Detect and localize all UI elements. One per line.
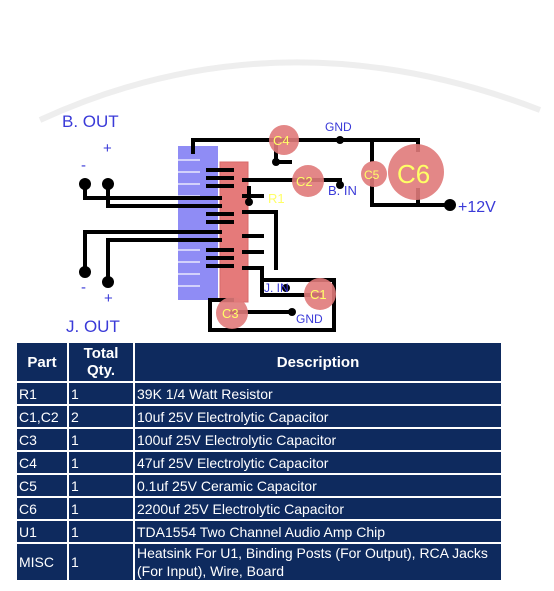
table-row: C5 1 0.1uf 25V Ceramic Capacitor xyxy=(17,475,501,496)
label-c1: C1 xyxy=(310,287,327,302)
cell-part: C3 xyxy=(17,429,67,450)
cell-description: 2200uf 25V Electrolytic Capacitor xyxy=(135,498,501,519)
cell-description: 39K 1/4 Watt Resistor xyxy=(135,383,501,404)
capacitors xyxy=(216,125,444,329)
label-c5: C5 xyxy=(364,168,380,182)
header-part: Part xyxy=(17,343,67,381)
cell-qty: 1 xyxy=(69,521,133,542)
table-row: C3 1 100uf 25V Electrolytic Capacitor xyxy=(17,429,501,450)
cap-c2 xyxy=(292,165,324,197)
circuit-diagram: C4 C2 R1 C5 C6 C1 C3 B. OUT J. OUT + - -… xyxy=(38,59,542,336)
cap-c5 xyxy=(361,161,387,187)
table-row: MISC 1 Heatsink For U1, Binding Posts (F… xyxy=(17,544,501,580)
cell-part: MISC xyxy=(17,544,67,580)
j-plus-label: + xyxy=(104,290,113,307)
b-in-label: B. IN xyxy=(328,183,357,198)
parts-header-row: Part Total Qty. Description xyxy=(17,343,501,381)
cell-qty: 1 xyxy=(69,498,133,519)
label-c6: C6 xyxy=(397,159,430,189)
cell-part: C5 xyxy=(17,475,67,496)
cell-part: C1,C2 xyxy=(17,406,67,427)
cell-qty: 1 xyxy=(69,452,133,473)
table-row: R1 1 39K 1/4 Watt Resistor xyxy=(17,383,501,404)
cell-part: R1 xyxy=(17,383,67,404)
cell-qty: 1 xyxy=(69,475,133,496)
cap-c4 xyxy=(269,125,299,155)
table-row: C6 1 2200uf 25V Electrolytic Capacitor xyxy=(17,498,501,519)
cell-description: 100uf 25V Electrolytic Capacitor xyxy=(135,429,501,450)
j-out-label: J. OUT xyxy=(66,317,120,336)
cell-qty: 1 xyxy=(69,544,133,580)
gnd-top-label: GND xyxy=(325,120,352,134)
parts-table: Part Total Qty. Description R1 1 39K 1/4… xyxy=(15,341,503,582)
table-row: U1 1 TDA1554 Two Channel Audio Amp Chip xyxy=(17,521,501,542)
cell-part: C4 xyxy=(17,452,67,473)
b-minus-label: - xyxy=(81,157,86,174)
label-c2: C2 xyxy=(296,174,313,189)
table-row: C1,C2 2 10uf 25V Electrolytic Capacitor xyxy=(17,406,501,427)
cap-c3 xyxy=(216,297,248,329)
label-r1: R1 xyxy=(268,191,285,206)
cell-qty: 1 xyxy=(69,429,133,450)
cell-qty: 2 xyxy=(69,406,133,427)
table-row: C4 1 47uf 25V Electrolytic Capacitor xyxy=(17,452,501,473)
cell-part: U1 xyxy=(17,521,67,542)
cell-description: 47uf 25V Electrolytic Capacitor xyxy=(135,452,501,473)
cell-description: 0.1uf 25V Ceramic Capacitor xyxy=(135,475,501,496)
cell-description: 10uf 25V Electrolytic Capacitor xyxy=(135,406,501,427)
cell-part: C6 xyxy=(17,498,67,519)
cell-description: TDA1554 Two Channel Audio Amp Chip xyxy=(135,521,501,542)
cap-c6 xyxy=(388,144,444,200)
j-minus-label: - xyxy=(81,279,86,296)
cell-description: Heatsink For U1, Binding Posts (For Outp… xyxy=(135,544,501,580)
b-plus-label: + xyxy=(103,140,112,157)
j-in-label: J. IN xyxy=(264,281,289,295)
label-c4: C4 xyxy=(273,133,290,148)
header-qty: Total Qty. xyxy=(69,343,133,381)
b-out-label: B. OUT xyxy=(62,112,119,131)
pads xyxy=(79,136,456,316)
v12-label: +12V xyxy=(458,199,496,216)
header-description: Description xyxy=(135,343,501,381)
cap-c1 xyxy=(304,278,336,310)
gnd-bottom-label: GND xyxy=(296,312,323,326)
label-c3: C3 xyxy=(222,306,239,321)
cell-qty: 1 xyxy=(69,383,133,404)
chip-u1 xyxy=(219,161,249,303)
